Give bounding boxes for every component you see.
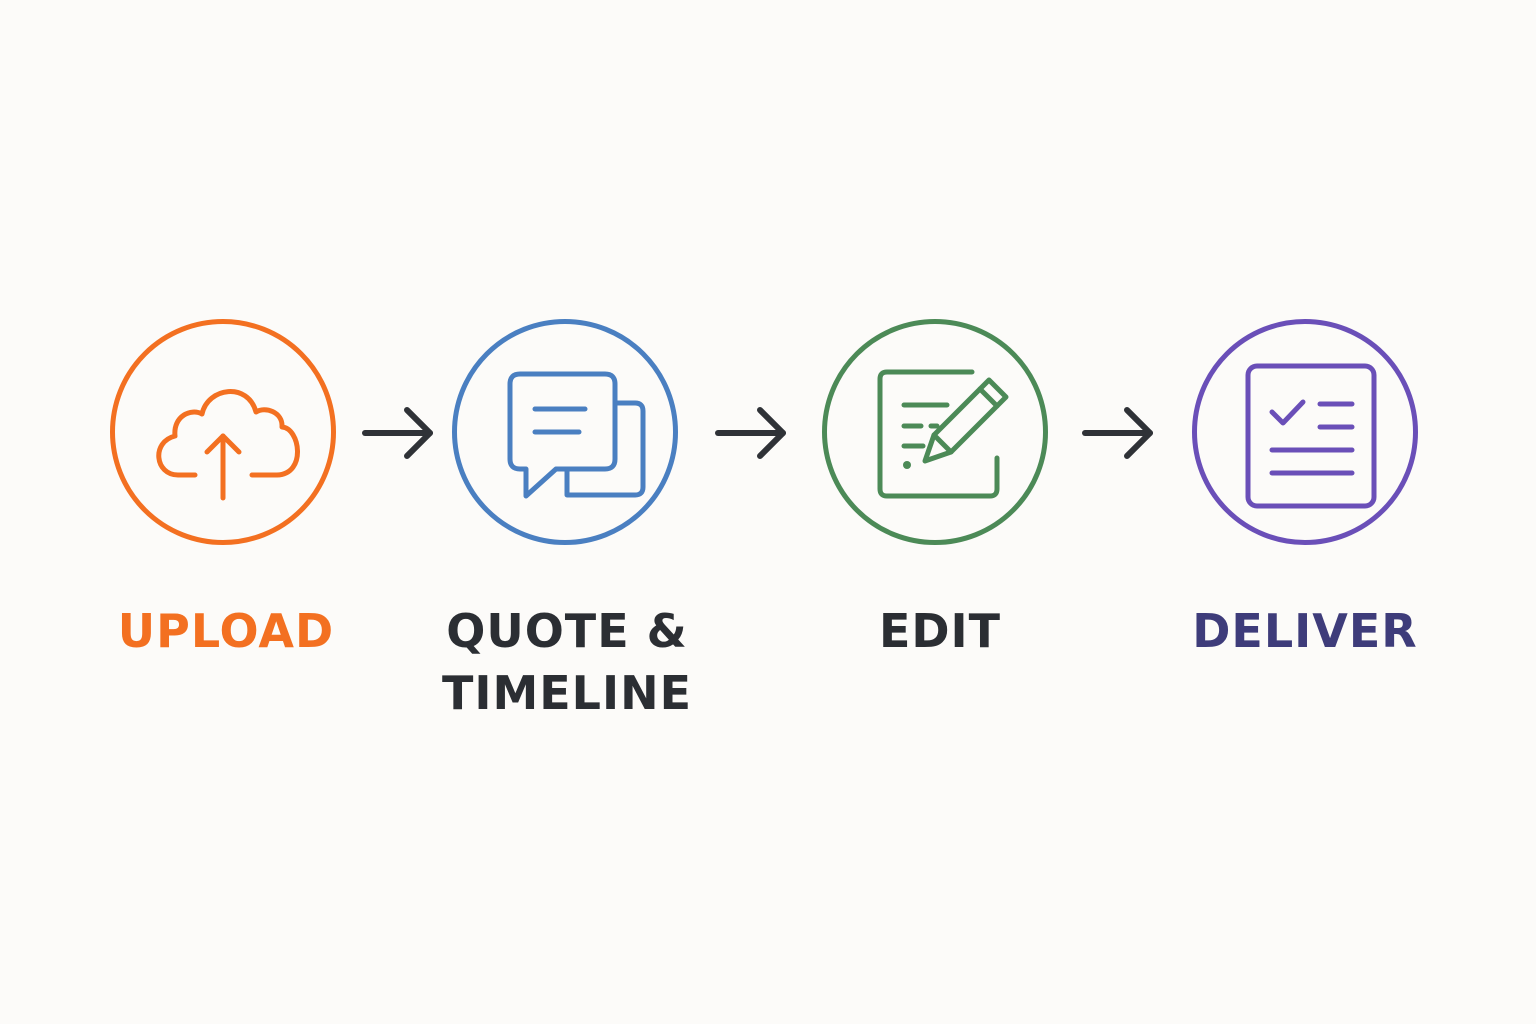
deliver-label: DELIVER [1192, 604, 1418, 658]
upload-step-circle [110, 319, 336, 545]
cloud-upload-icon [156, 389, 300, 501]
document-pencil-icon [877, 369, 1009, 499]
edit-step-circle [822, 319, 1048, 545]
arrow-right-icon [362, 407, 433, 459]
quote-timeline-label: QUOTE & TIMELINE [417, 600, 717, 724]
upload-label: UPLOAD [117, 604, 335, 658]
quote-step-circle [452, 319, 678, 545]
arrow-right-icon [1082, 407, 1153, 459]
arrow-right-icon [715, 407, 786, 459]
chat-bubbles-icon [507, 371, 646, 499]
quote-label-line1: QUOTE & [446, 604, 688, 658]
checklist-document-icon [1245, 363, 1377, 509]
deliver-step-circle [1192, 319, 1418, 545]
quote-label-line2: TIMELINE [441, 666, 693, 720]
edit-label: EDIT [878, 604, 1002, 658]
